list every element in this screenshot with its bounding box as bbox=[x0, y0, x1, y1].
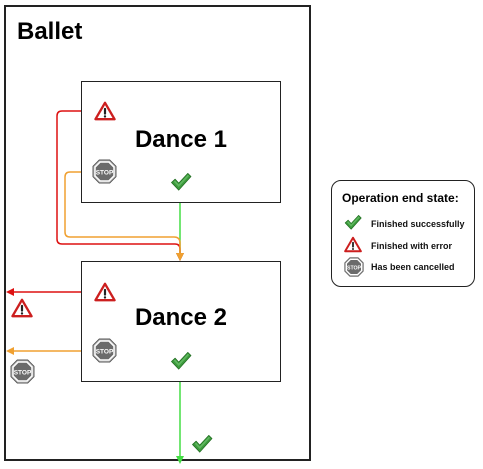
dance1-checkmark-icon bbox=[170, 172, 192, 192]
legend-item-success: Finished successfully bbox=[344, 214, 474, 236]
dance-2-box[interactable]: Dance 2 bbox=[81, 261, 281, 382]
checkmark-icon bbox=[344, 214, 362, 231]
legend-item-error: Finished with error bbox=[344, 236, 474, 258]
legend-label-success: Finished successfully bbox=[371, 219, 465, 229]
stop-sign-text: STOP bbox=[14, 369, 32, 376]
dance-2-title: Dance 2 bbox=[134, 304, 228, 331]
legend-label-cancelled: Has been cancelled bbox=[371, 262, 455, 272]
legend-title: Operation end state: bbox=[342, 191, 459, 205]
ballet-error-warning-icon bbox=[11, 298, 33, 318]
dance1-stop-icon: STOP bbox=[92, 159, 117, 184]
ballet-title: Ballet bbox=[17, 18, 83, 45]
dance2-checkmark-icon bbox=[170, 351, 192, 371]
ballet-cancelled-stop-icon: STOP bbox=[10, 359, 35, 384]
dance2-warning-icon bbox=[94, 282, 116, 302]
ballet-success-checkmark-icon bbox=[191, 434, 213, 454]
dance2-stop-icon: STOP bbox=[92, 338, 117, 363]
stop-sign-text: STOP bbox=[347, 265, 362, 271]
dance1-warning-icon bbox=[94, 101, 116, 121]
dance1-cancel-connector bbox=[64, 171, 184, 261]
legend-item-cancelled: STOP Has been cancelled bbox=[344, 257, 474, 279]
stop-sign-text: STOP bbox=[96, 169, 114, 176]
stop-icon: STOP bbox=[344, 257, 364, 277]
dance-1-title: Dance 1 bbox=[134, 126, 228, 153]
legend-label-error: Finished with error bbox=[371, 241, 453, 251]
dance1-error-connector bbox=[56, 110, 184, 261]
stop-sign-text: STOP bbox=[96, 348, 114, 355]
warning-icon bbox=[344, 236, 362, 253]
legend: Operation end state: Finished successful… bbox=[331, 180, 475, 287]
